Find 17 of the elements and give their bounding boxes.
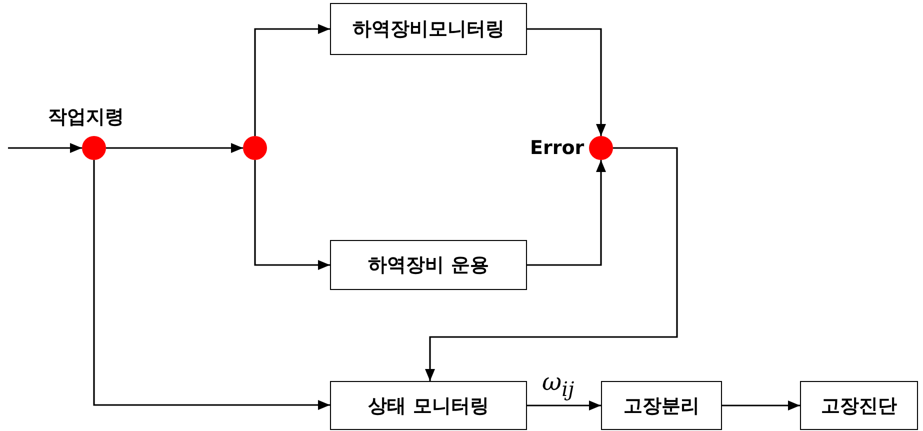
arrow	[8, 143, 82, 153]
arrow	[527, 28, 606, 136]
process-box: 상태 모니터링	[330, 381, 527, 430]
arrow	[527, 400, 601, 410]
arrow	[254, 24, 330, 136]
process-box: 하역장비 운용	[330, 240, 527, 290]
arrow	[106, 143, 243, 153]
process-box: 고장진단	[800, 381, 918, 430]
arrow	[527, 160, 606, 266]
node-caption: 작업지령	[48, 105, 124, 130]
arrow	[722, 400, 800, 410]
process-box: 하역장비모니터링	[330, 3, 527, 55]
process-box: 고장분리	[601, 381, 722, 430]
arrow	[425, 147, 678, 381]
arrow	[254, 160, 330, 270]
arrow	[93, 160, 330, 410]
node-caption: Error	[530, 137, 584, 159]
